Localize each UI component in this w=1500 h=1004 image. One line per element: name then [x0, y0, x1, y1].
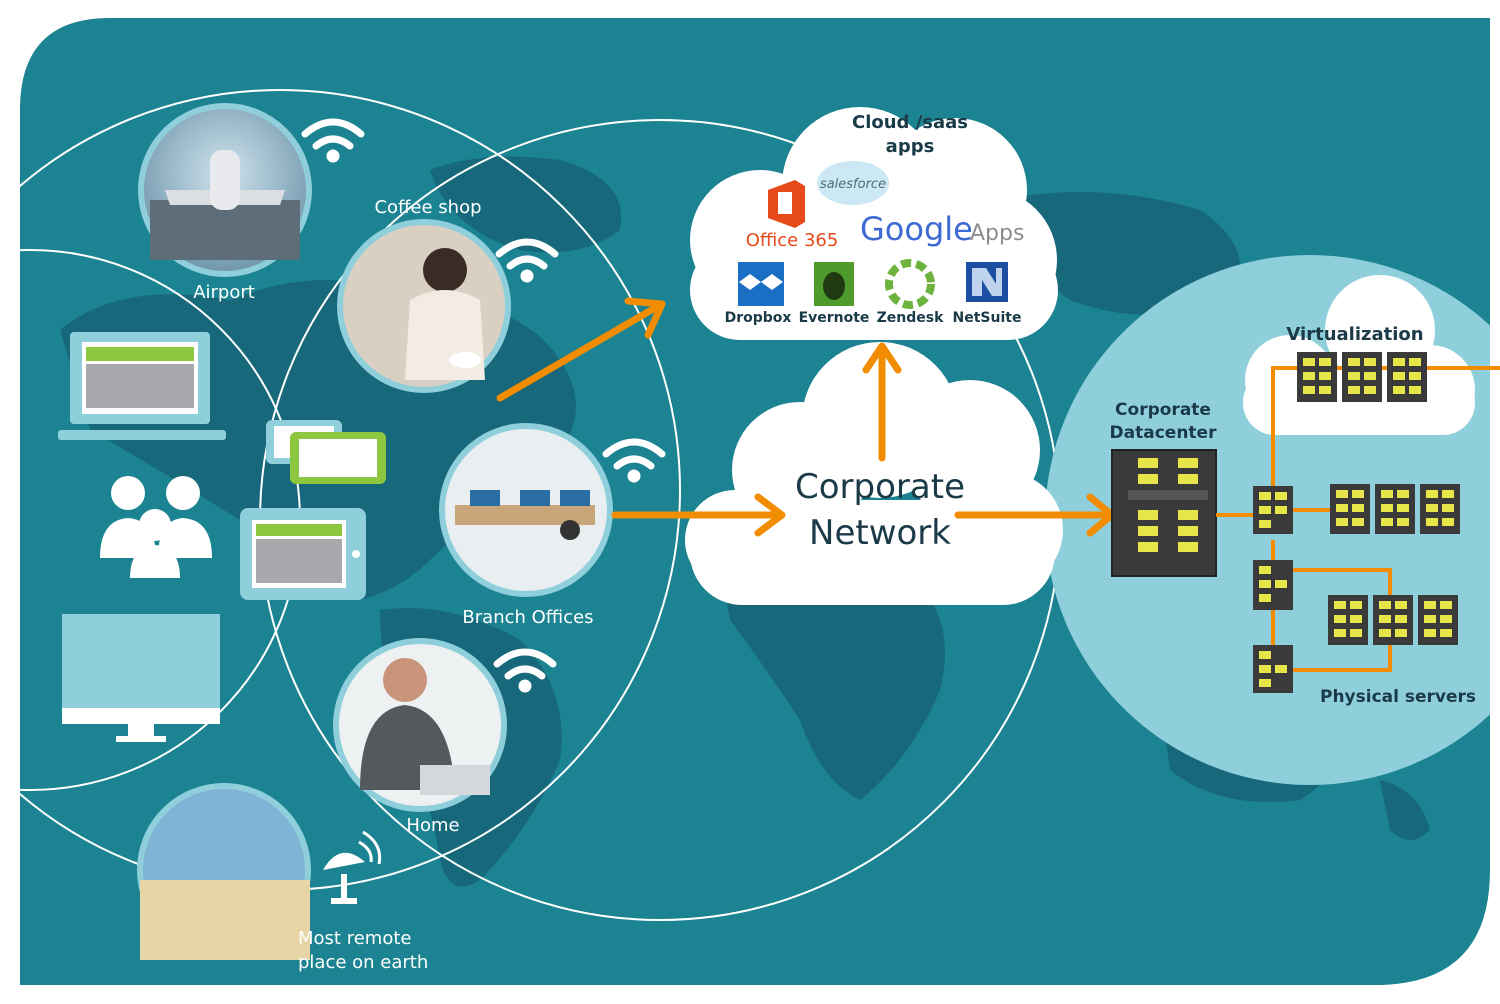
- remote-place-photo: [137, 783, 311, 960]
- datacenter-rack-icon: [1111, 449, 1217, 577]
- server-icon: [1342, 352, 1382, 402]
- wifi-icon: [301, 118, 365, 163]
- airport-label: Airport: [193, 282, 255, 303]
- server-icon: [1418, 595, 1458, 645]
- netsuite-label: NetSuite: [953, 310, 1022, 326]
- wifi-icon: [495, 238, 559, 283]
- wifi-icon: [602, 438, 666, 483]
- wifi-icon: [493, 648, 557, 693]
- salesforce-logo: salesforce: [817, 161, 889, 205]
- dropbox-label: Dropbox: [725, 310, 792, 326]
- tablet-icon: [240, 508, 366, 600]
- datacenter-title-line2: Datacenter: [1110, 423, 1218, 443]
- datacenter-title-line1: Corporate: [1115, 400, 1211, 420]
- satellite-dish-icon: [323, 830, 382, 904]
- arrow-network-to-cloud: [862, 342, 902, 462]
- saas-title-line1: Cloud /saas: [852, 112, 968, 133]
- home-label: Home: [406, 815, 459, 836]
- server-icon: [1420, 484, 1460, 534]
- corporate-network-line2: Network: [809, 513, 951, 553]
- saas-title-line2: apps: [886, 136, 935, 157]
- saas-cloud: [690, 107, 1058, 340]
- laptop-icon: [58, 332, 226, 440]
- zendesk-logo: Zendesk: [877, 259, 944, 326]
- zendesk-label: Zendesk: [877, 310, 944, 326]
- salesforce-label: salesforce: [820, 177, 886, 192]
- evernote-label: Evernote: [799, 310, 870, 326]
- coffee-shop-photo: [337, 219, 511, 393]
- server-icon: [1253, 560, 1293, 610]
- branch-offices-photo: [439, 423, 613, 597]
- server-icon: [1387, 352, 1427, 402]
- people-icon: [100, 476, 212, 578]
- monitor-icon: [62, 614, 220, 742]
- virtualization-label: Virtualization: [1286, 324, 1423, 345]
- netsuite-logo: NetSuite: [953, 262, 1022, 326]
- remote-place-label-line2: place on earth: [298, 952, 428, 973]
- server-icons: [1253, 352, 1460, 693]
- office365-logo: Office 365: [746, 180, 839, 251]
- server-icon: [1328, 595, 1368, 645]
- arrow-to-saas-cloud: [496, 297, 666, 402]
- server-icon: [1330, 484, 1370, 534]
- branch-offices-label: Branch Offices: [462, 607, 593, 628]
- dropbox-logo: Dropbox: [725, 262, 792, 326]
- arrow-to-corporate-network: [611, 493, 786, 537]
- office365-label: Office 365: [746, 230, 839, 251]
- server-icon: [1253, 645, 1293, 693]
- server-icon: [1375, 484, 1415, 534]
- physical-servers-label: Physical servers: [1320, 687, 1476, 707]
- server-icon: [1253, 486, 1293, 534]
- evernote-logo: Evernote: [799, 262, 870, 326]
- airport-photo: [138, 103, 312, 277]
- corporate-network-line1: Corporate: [795, 467, 965, 507]
- google-label: Google: [860, 210, 973, 248]
- google-apps-logo: Google Apps: [860, 210, 1024, 248]
- server-icon: [1297, 352, 1337, 402]
- home-photo: [333, 638, 507, 812]
- remote-place-label-line1: Most remote: [298, 928, 411, 949]
- tablet-small-icon: [290, 432, 386, 484]
- server-icon: [1373, 595, 1413, 645]
- coffee-shop-label: Coffee shop: [374, 197, 481, 218]
- google-apps-suffix: Apps: [970, 221, 1024, 246]
